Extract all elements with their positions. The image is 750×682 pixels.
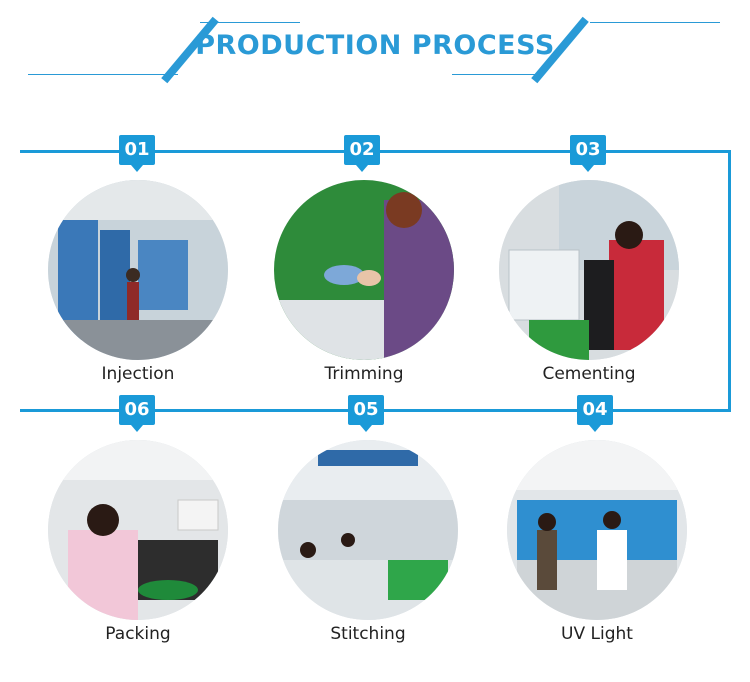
stitching-photo bbox=[278, 440, 458, 620]
injection-photo bbox=[48, 180, 228, 360]
trimming-photo bbox=[274, 180, 454, 360]
step-number-badge-01: 01 bbox=[119, 135, 155, 172]
header-rule-top-right bbox=[590, 22, 720, 23]
header-rule-left bbox=[28, 74, 178, 75]
header-rule-right bbox=[452, 74, 544, 75]
flow-line-right bbox=[728, 150, 731, 412]
page-title: PRODUCTION PROCESS bbox=[195, 30, 555, 61]
packing-photo bbox=[48, 440, 228, 620]
uv-light-photo bbox=[507, 440, 687, 620]
step-number-badge-06: 06 bbox=[119, 395, 155, 432]
step-number-badge-04: 04 bbox=[577, 395, 613, 432]
step-label-03: Cementing bbox=[542, 364, 636, 384]
header-rule-top-left bbox=[200, 22, 300, 23]
step-label-02: Trimming bbox=[324, 364, 404, 384]
step-number-badge-05: 05 bbox=[348, 395, 384, 432]
step-label-04: UV Light bbox=[561, 624, 633, 644]
step-number-badge-02: 02 bbox=[344, 135, 380, 172]
step-label-05: Stitching bbox=[330, 624, 406, 644]
cementing-photo bbox=[499, 180, 679, 360]
step-label-06: Packing bbox=[105, 624, 171, 644]
step-label-01: Injection bbox=[101, 364, 175, 384]
step-number-badge-03: 03 bbox=[570, 135, 606, 172]
